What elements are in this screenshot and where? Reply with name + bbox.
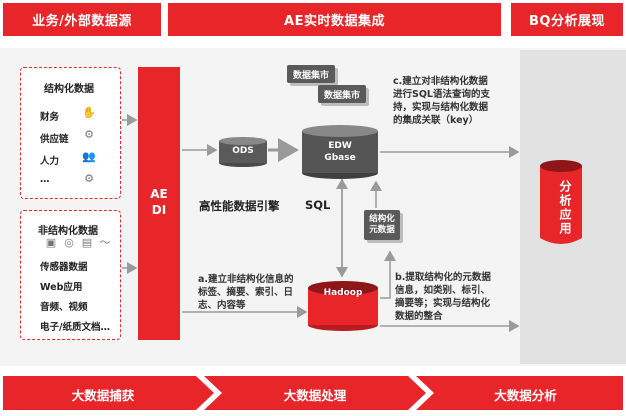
- bottom-label-capture: 大数据捕获: [71, 388, 135, 403]
- structured-data-title: 结构化数据: [44, 84, 94, 95]
- edw-label: EDW Gbase: [300, 140, 380, 164]
- media-icon: ▣: [45, 236, 57, 249]
- edw-cylinder: [302, 125, 378, 179]
- hadoop-cylinder: [308, 281, 378, 331]
- sql-label: SQL: [305, 198, 331, 212]
- structured-metadata-box: 结构化 元数据: [364, 210, 400, 240]
- unstructured-data-title: 非结构化数据: [38, 226, 98, 237]
- hadoop-label: Hadoop: [323, 288, 363, 298]
- edw-label-line2: Gbase: [324, 153, 356, 163]
- analytics-app-label: 分析应用: [558, 180, 572, 236]
- meta-line2: 元数据: [369, 225, 395, 235]
- header-ae-integration: AE实时数据集成: [168, 3, 501, 36]
- ae-di-label: AE DI: [138, 186, 180, 218]
- ods-label: ODS: [232, 146, 254, 156]
- note-a: a.建立非结构化信息的 标签、摘要、索引、日 志、内容等: [198, 273, 294, 312]
- structured-item-supply: 供应链: [40, 134, 69, 145]
- engine-label: 高性能数据引擎: [199, 199, 280, 213]
- note-b-line-2: 信息，如类别、标引、: [395, 285, 491, 296]
- wave-icon: 〜: [99, 236, 111, 249]
- unstructured-item-web: Web应用: [40, 282, 83, 293]
- note-b-line-1: b.提取结构化的元数据: [395, 272, 491, 283]
- unstructured-item-av: 音频、视频: [40, 302, 88, 313]
- meta-line1: 结构化: [369, 214, 395, 224]
- note-b-line-4: 数据的整合: [395, 311, 443, 322]
- note-a-line-1: a.建立非结构化信息的: [198, 274, 294, 285]
- structured-item-hr: 人力: [40, 156, 60, 167]
- note-c: c.建立对非结构化数据 进行SQL语法查询的支 持，实现与结构化数据 的集成关联…: [393, 75, 490, 127]
- gears-icon: ⚙: [84, 172, 94, 185]
- structured-item-more: …: [40, 174, 50, 185]
- structured-item-finance: 财务: [40, 112, 60, 123]
- di-label: DI: [151, 203, 167, 217]
- ods-cylinder: [219, 137, 267, 167]
- note-c-line-3: 持，实现与结构化数据: [393, 102, 489, 113]
- bottom-label-analysis: 大数据分析: [494, 388, 557, 403]
- structured-data-box: [20, 67, 121, 199]
- header-business-sources: 业务/外部数据源: [3, 3, 161, 36]
- disc-icon: ◎: [64, 236, 74, 249]
- note-b-line-3: 摘要等；实现与结构化: [395, 298, 491, 309]
- header-bq-analysis: BQ分析展现: [511, 3, 623, 36]
- ae-di-bar: [138, 67, 180, 340]
- people-icon: 👥: [82, 150, 96, 163]
- handshake-icon: ⚙: [84, 128, 94, 141]
- note-c-line-2: 进行SQL语法查询的支: [393, 89, 490, 100]
- unstructured-item-docs: 电子/纸质文档…: [40, 322, 110, 333]
- data-mart-1: 数据集市: [287, 65, 335, 83]
- note-c-line-4: 的集成关联（key）: [393, 115, 479, 126]
- analytics-app-shape: [540, 160, 582, 244]
- arrow-hadoop-meta: [380, 250, 396, 299]
- note-a-line-2: 标签、摘要、索引、日: [198, 287, 294, 298]
- unstructured-data-box: [20, 210, 121, 340]
- ae-label: AE: [150, 187, 168, 201]
- unstructured-item-sensor: 传感器数据: [40, 262, 88, 273]
- bottom-label-process: 大数据处理: [283, 388, 347, 403]
- edw-label-line1: EDW: [328, 141, 352, 151]
- note-b: b.提取结构化的元数据 信息，如类别、标引、 摘要等；实现与结构化 数据的整合: [395, 271, 491, 323]
- data-mart-2: 数据集市: [318, 85, 366, 103]
- note-c-line-1: c.建立对非结构化数据: [393, 76, 488, 87]
- money-hand-icon: ✋: [82, 106, 96, 119]
- bottom-chevron-bar: [3, 376, 623, 410]
- note-a-line-3: 志、内容等: [198, 300, 246, 311]
- chart-icon: ▤: [81, 236, 93, 249]
